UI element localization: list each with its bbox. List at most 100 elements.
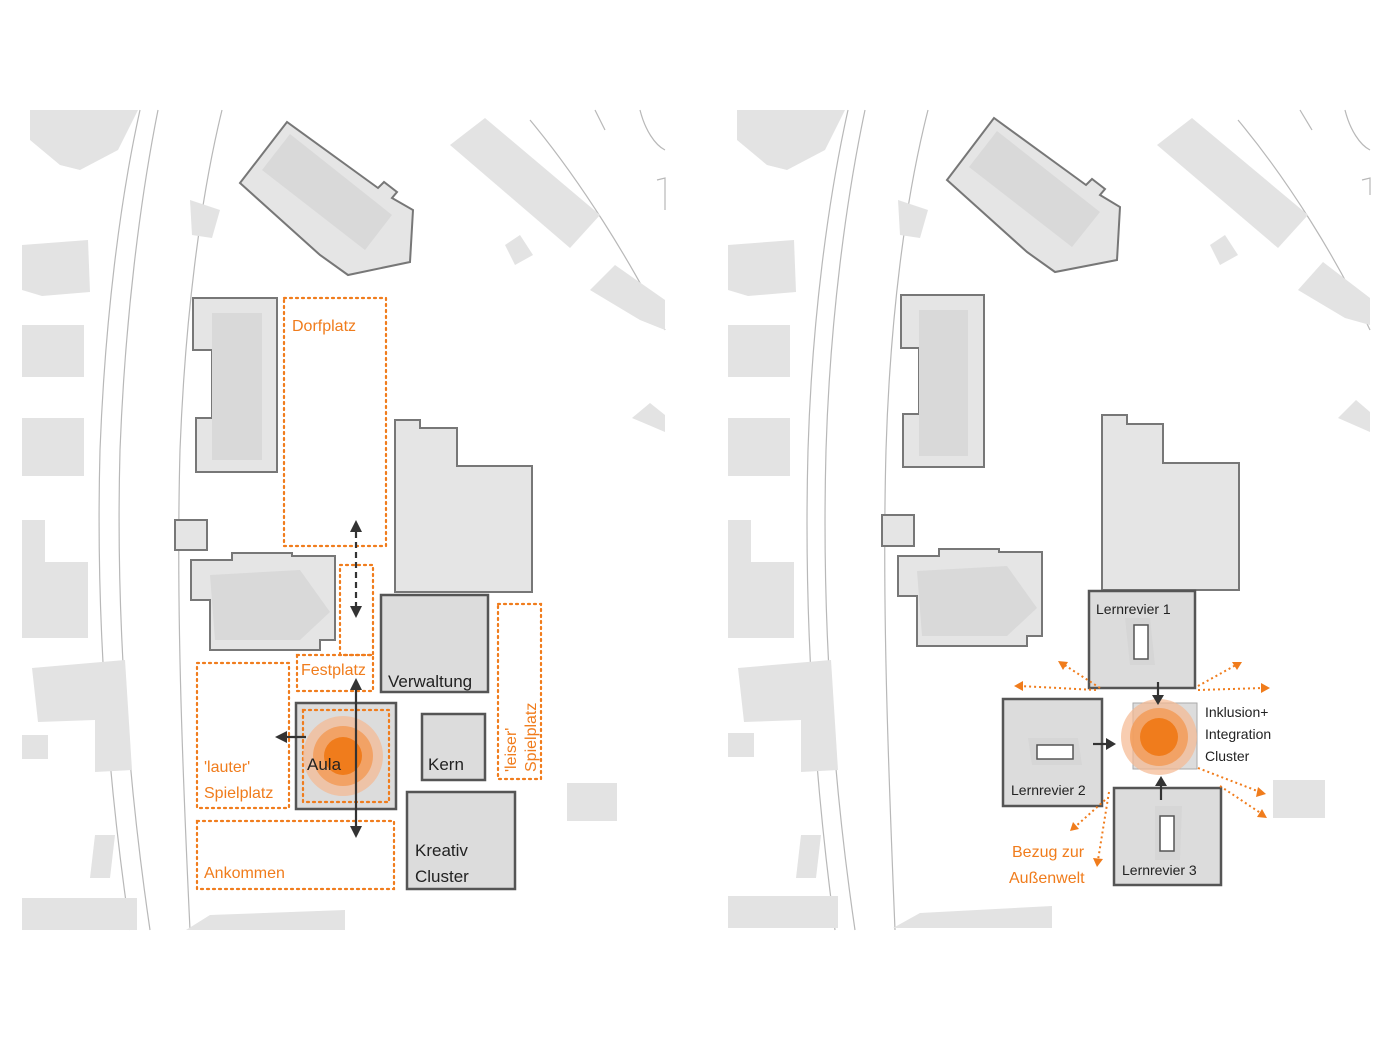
context-building	[632, 403, 665, 432]
arrowhead	[350, 678, 362, 690]
context-building	[90, 835, 115, 878]
outward-arrow	[1019, 685, 1097, 691]
label-integration: Integration	[1205, 726, 1271, 742]
label-spielplatz-right: Spielplatz	[523, 703, 540, 772]
large-hall	[394, 419, 533, 593]
lernrevier-3-atrium	[1159, 815, 1175, 852]
context-building	[737, 110, 845, 170]
label-lernrevier-1: Lernrevier 1	[1096, 601, 1171, 617]
label-kern: Kern	[428, 755, 464, 774]
label-dorfplatz: Dorfplatz	[292, 318, 356, 335]
context-building	[32, 660, 132, 772]
building-verwaltung	[379, 593, 490, 694]
arrowhead	[1058, 661, 1068, 670]
label-festplatz: Festplatz	[301, 662, 366, 679]
arrowhead	[350, 520, 362, 532]
context-building	[1298, 262, 1370, 325]
context-building	[22, 418, 84, 476]
left-site-plan: Dorfplatz Festplatz 'lauter' Spielplatz …	[22, 109, 666, 931]
arrowhead	[1257, 809, 1267, 818]
right-site-plan: Lernrevier 1 Lernrevier 2 Lernrevier 3 I…	[728, 109, 1371, 931]
road-left-edge-2	[824, 109, 866, 931]
arrowhead	[350, 826, 362, 838]
farmhouse-roof	[210, 570, 330, 640]
context-building	[22, 735, 48, 759]
road-stub-3	[1361, 177, 1371, 195]
label-aula: Aula	[307, 755, 342, 774]
large-hall	[1101, 414, 1240, 591]
label-lernrevier-2: Lernrevier 2	[1011, 782, 1086, 798]
label-leiser: 'leiser'	[503, 728, 520, 772]
zone-ankommen	[195, 819, 396, 891]
context-building	[796, 835, 821, 878]
context-building	[22, 240, 90, 296]
context-building	[728, 325, 790, 377]
context-building	[1273, 780, 1325, 818]
context-building	[728, 520, 794, 638]
road-stub-2	[1344, 109, 1371, 151]
context-building	[590, 265, 665, 330]
outward-arrow	[1062, 663, 1101, 689]
road-left-edge-2	[118, 109, 159, 931]
label-cluster: Cluster	[415, 867, 469, 886]
cluster-glow-core	[1140, 718, 1178, 756]
church-roof	[969, 131, 1100, 247]
label-kreativ: Kreativ	[415, 841, 468, 860]
label-inklusion: Inklusion+	[1205, 704, 1268, 720]
label-cluster-right: Cluster	[1205, 748, 1250, 764]
farmhouse-roof	[917, 566, 1037, 636]
road-left-edge	[806, 109, 849, 931]
context-building	[22, 520, 88, 638]
arrowhead	[1232, 662, 1242, 670]
arrowhead	[1093, 858, 1103, 867]
context-building	[22, 898, 137, 930]
arrowhead	[275, 731, 287, 743]
arrowhead	[1070, 822, 1079, 831]
arrowhead	[1155, 776, 1167, 786]
label-lernrevier-3: Lernrevier 3	[1122, 862, 1197, 878]
zone-festplatz	[295, 653, 375, 693]
arrowhead	[1256, 787, 1266, 797]
context-building	[898, 200, 928, 238]
label-lauter: 'lauter'	[204, 759, 250, 776]
arrowhead	[1014, 681, 1023, 691]
road-stub	[1299, 109, 1313, 131]
context-building	[1338, 400, 1370, 432]
arrowhead	[350, 606, 362, 618]
context-building	[450, 118, 600, 248]
context-building	[30, 110, 138, 170]
zone-lauter-spielplatz	[195, 661, 291, 810]
building-kern	[420, 712, 487, 782]
context-building	[190, 200, 220, 238]
road-stub	[594, 109, 606, 131]
outward-arrow	[1219, 785, 1263, 815]
context-building	[728, 896, 838, 928]
label-verwaltung: Verwaltung	[388, 672, 472, 691]
shed	[881, 514, 915, 547]
lernrevier-1-atrium	[1133, 624, 1149, 660]
outward-arrow	[1097, 791, 1110, 861]
house-west-roof	[212, 313, 262, 460]
church-roof	[262, 134, 392, 250]
label-ankommen: Ankommen	[204, 865, 285, 882]
context-building	[1210, 235, 1238, 265]
aula-glow-core	[324, 737, 362, 775]
aula-inner-zone	[301, 708, 391, 804]
context-building	[22, 325, 84, 377]
arrowhead	[1152, 695, 1164, 705]
context-building	[728, 418, 790, 476]
context-building	[505, 235, 533, 265]
context-building	[1157, 118, 1308, 248]
arrowhead	[1261, 683, 1270, 693]
road-stub-2	[639, 109, 666, 151]
road-left-edge	[98, 109, 141, 931]
outward-arrow	[1197, 664, 1237, 687]
outward-arrow	[1197, 767, 1261, 793]
label-spielplatz-left: Spielplatz	[204, 785, 273, 802]
outward-arrow	[1074, 799, 1106, 828]
context-building	[728, 733, 754, 757]
road-stub-3	[656, 177, 666, 210]
label-aussenwelt: Außenwelt	[1009, 870, 1085, 887]
context-building	[728, 240, 796, 296]
